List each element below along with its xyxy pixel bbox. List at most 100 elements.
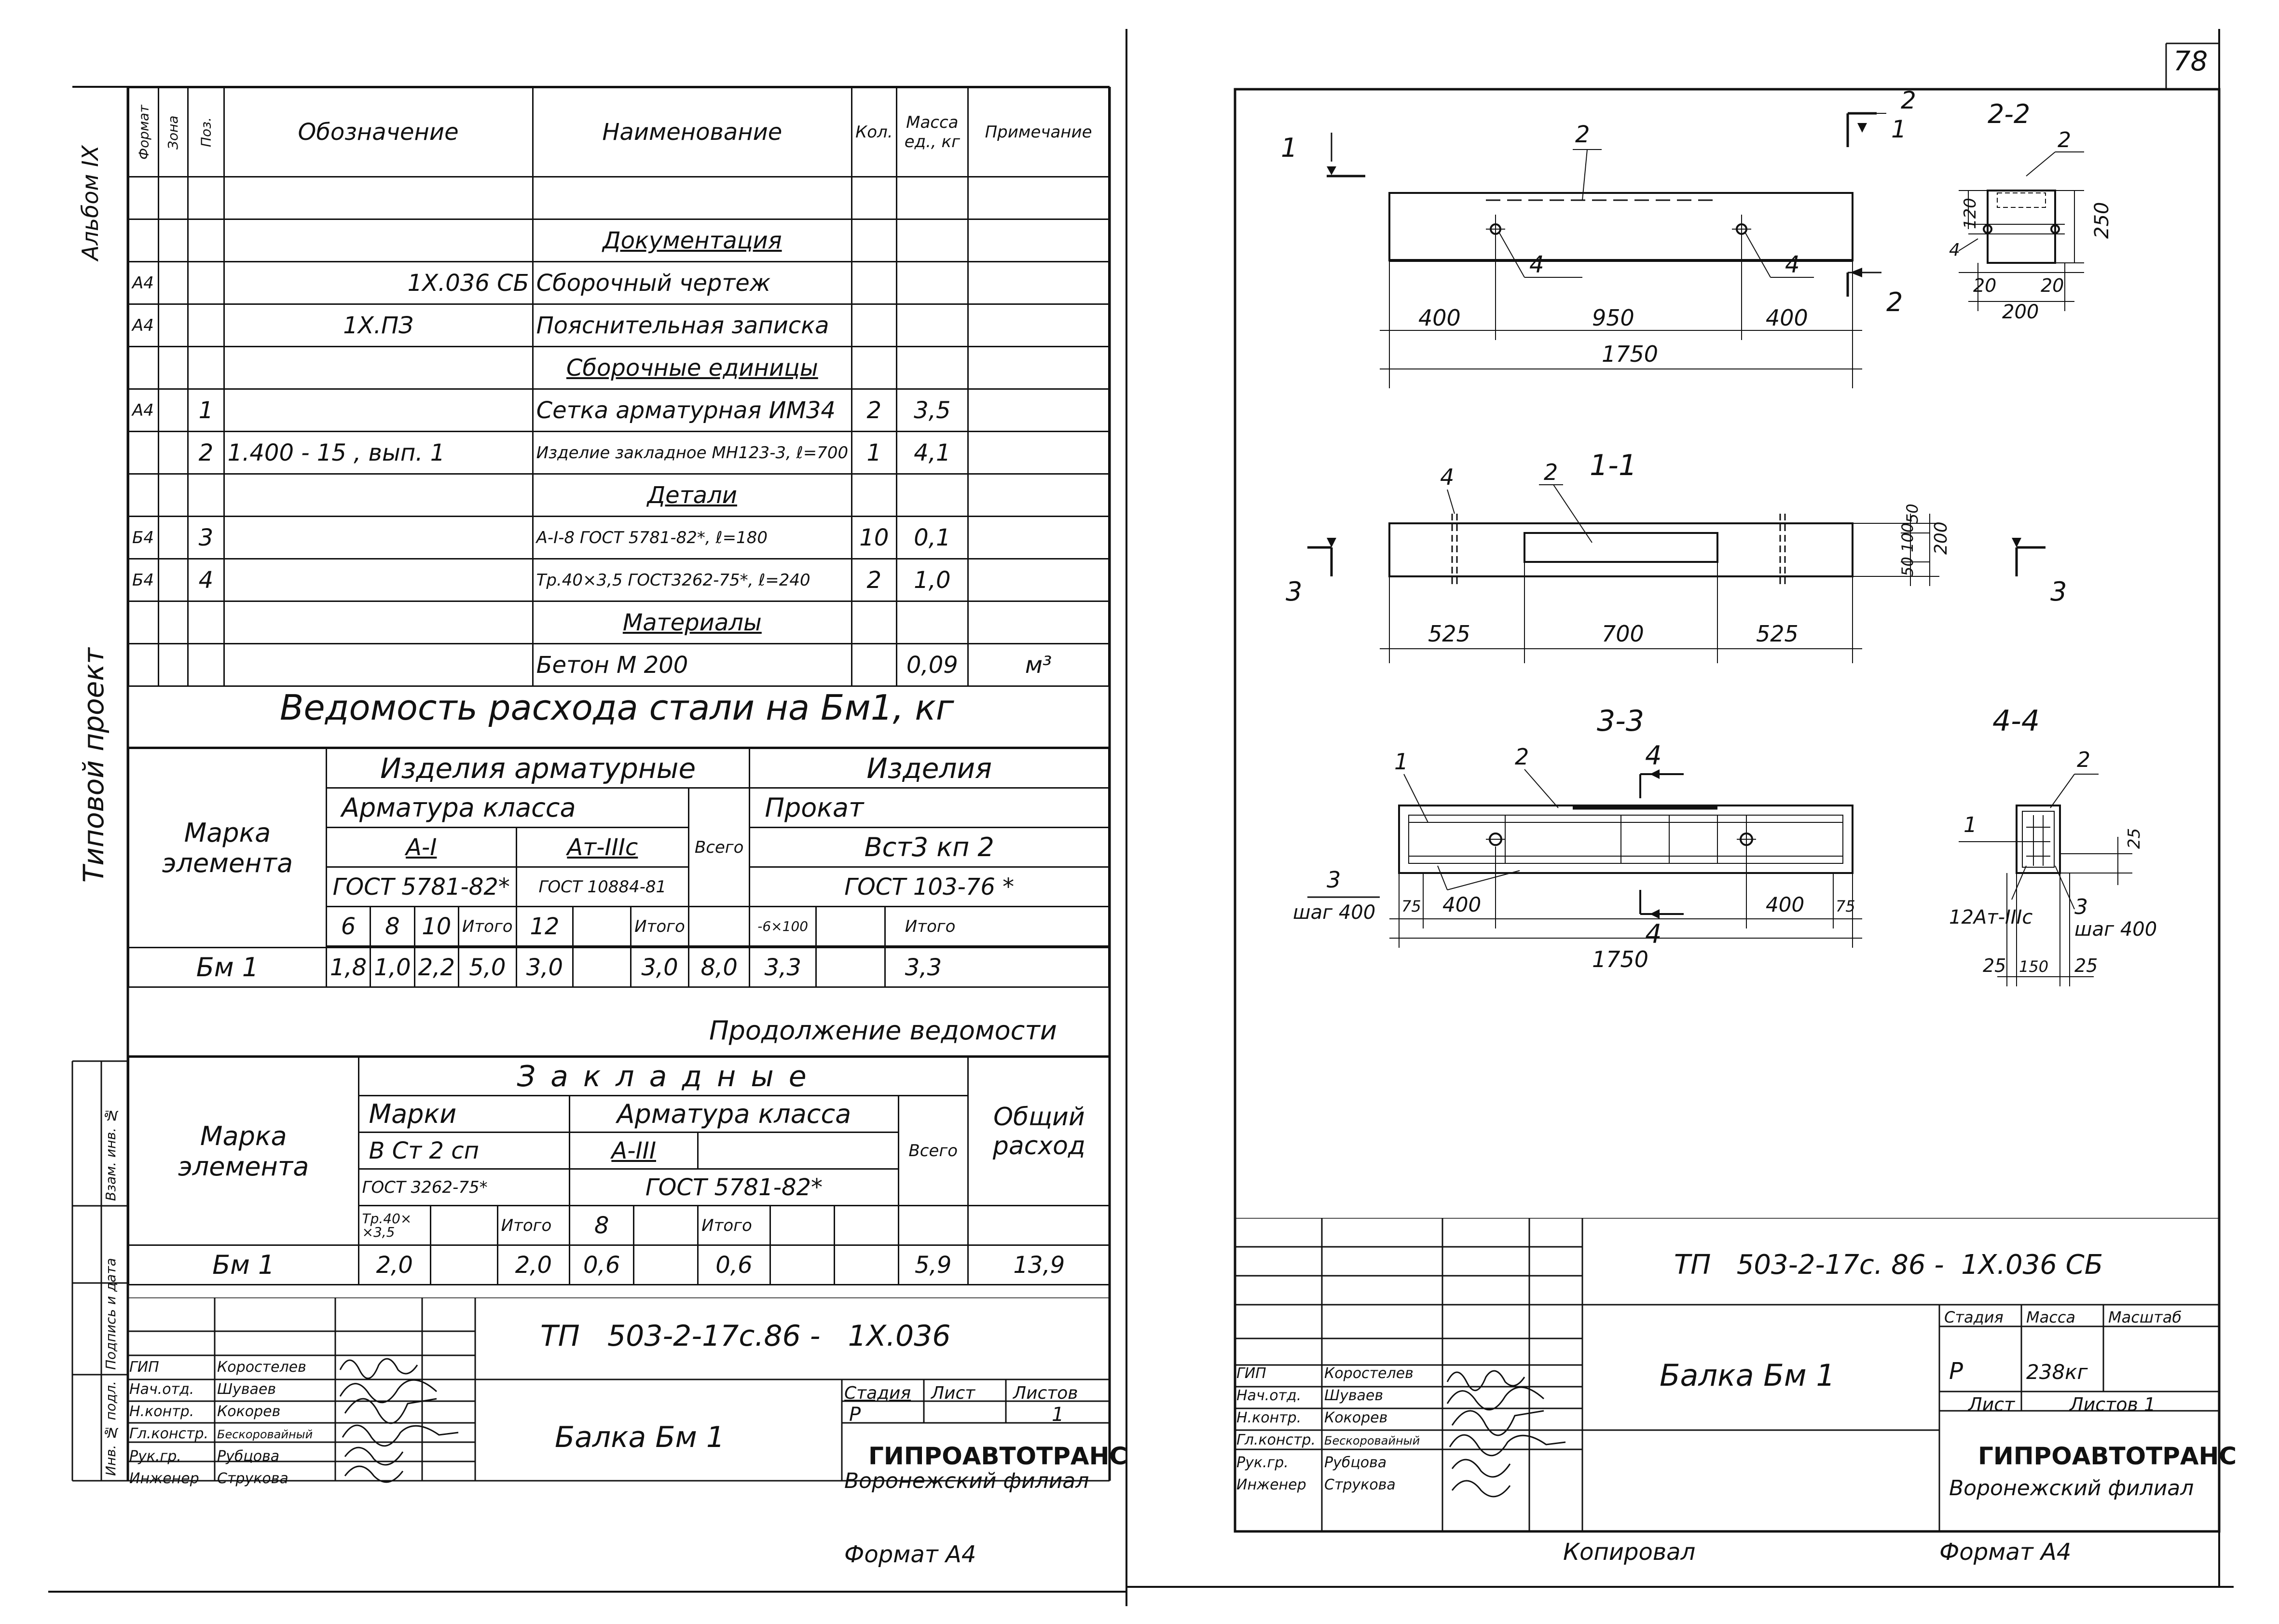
spec-row: Материалы <box>128 600 1110 644</box>
embedded-col-row: Тр.40× ×3,5 Итого 8 Итого <box>129 1205 1110 1246</box>
spec-row: А4 1Х.036 СБ Сборочный чертеж <box>128 261 1110 305</box>
marka-element-header: Марка элемента <box>128 748 327 948</box>
copied-label: Копировал <box>1563 1539 1696 1566</box>
right-mass-value: 238кг <box>2026 1360 2088 1384</box>
sec11-vdim-100: 100 <box>1898 523 1917 552</box>
section-materials: Материалы <box>532 600 853 644</box>
shag-sec33: шаг 400 <box>1293 901 1375 924</box>
embedded-table: Марка элемента З а к л а д н ы е Общий р… <box>128 1056 1110 1285</box>
sec44-dim-25a: 25 <box>2125 828 2144 849</box>
album-label: Альбом IX <box>77 145 103 260</box>
cut-1-label: 1 <box>1281 133 1297 163</box>
section-assemblies: Сборочные единицы <box>532 346 853 390</box>
person-row: Нач.отд.Шуваев <box>1236 1387 1384 1404</box>
section-2-2 <box>1958 151 2084 311</box>
section-1-1-title: 1-1 <box>1590 449 1637 482</box>
right-branch: Воронежский филиал <box>1949 1476 2194 1501</box>
right-stamp-name: Балка Бм 1 <box>1660 1358 1835 1393</box>
sec22-dim-20a: 20 <box>1973 275 1996 296</box>
right-sheet-header: Лист <box>1968 1394 2015 1415</box>
left-sheets-header: Листов <box>1013 1383 1078 1403</box>
sec11-dim-1: 525 <box>1428 621 1470 647</box>
specification-table: Формат Зона Поз. Обозначение Наименовани… <box>128 87 1110 687</box>
spec-row <box>128 176 1110 220</box>
shag-sec44: шаг 400 <box>2074 918 2157 941</box>
sec11-vdim-200: 200 <box>1931 521 1951 555</box>
section-details: Детали <box>532 473 853 517</box>
sec33-dim-total: 1750 <box>1592 946 1648 972</box>
embedded-title: З а к л а д н ы е <box>357 1056 969 1096</box>
pos-4-elev-left: 4 <box>1529 251 1544 278</box>
right-sheets-header: Листов 1 <box>2070 1394 2156 1415</box>
left-branch: Воронежский филиал <box>844 1469 1089 1493</box>
right-mass-header: Масса <box>2026 1308 2076 1326</box>
project-label: Типовой проект <box>77 647 110 883</box>
section-4-4-title: 4-4 <box>1992 704 2040 738</box>
elevation-view <box>1327 112 1886 388</box>
col-name: Наименование <box>532 87 853 177</box>
pos-1-sec33: 1 <box>1394 749 1408 775</box>
col-zone: Зона <box>158 87 188 177</box>
left-stage-value: Р <box>849 1404 861 1426</box>
steel-title-frame <box>128 747 1110 749</box>
person-row: Гл.констр.Бескоровайный <box>1236 1432 1420 1448</box>
right-stage-header: Стадия <box>1944 1308 2004 1326</box>
signatures-left <box>339 1358 459 1483</box>
left-stamp-name: Балка Бм 1 <box>555 1420 725 1454</box>
cut-1-label-top: 1 <box>1891 115 1907 143</box>
col-qty: Кол. <box>851 87 897 177</box>
sec44-dim-150: 150 <box>2019 957 2048 976</box>
col-note: Примечание <box>967 87 1110 177</box>
col-pos: Поз. <box>188 87 224 177</box>
pos-4-sec22: 4 <box>1949 240 1960 260</box>
person-row: Н.контр.Кокорев <box>129 1403 281 1420</box>
left-sheet-header: Лист <box>931 1383 975 1403</box>
sec33-dim-75b: 75 <box>1836 897 1855 915</box>
cut-3-left: 3 <box>1286 576 1302 607</box>
group-reinf: Изделия арматурные <box>325 748 751 789</box>
pos-2-sec44: 2 <box>2077 748 2090 772</box>
right-stamp-code: ТП 503-2-17с. 86 - 1Х.036 СБ <box>1674 1249 2103 1281</box>
pos-4-sec11: 4 <box>1440 464 1454 490</box>
cut-2-label-top: 2 <box>1901 89 1916 114</box>
person-row: Н.контр.Кокорев <box>1236 1409 1388 1426</box>
spec-header-row: Формат Зона Поз. Обозначение Наименовани… <box>128 87 1110 177</box>
beam-drawing: 1 2 1 2 2 4 4 400 950 400 1750 2-2 2 120… <box>1281 89 2157 986</box>
sec11-vdim-50a: 50 <box>1903 504 1922 523</box>
section-2-2-title: 2-2 <box>1988 99 2030 129</box>
spec-row: А4 1 Сетка арматурная ИМ34 2 3,5 <box>128 388 1110 432</box>
right-stage-value: Р <box>1949 1358 1963 1385</box>
person-row: Гл.констр.Бескоровайный <box>129 1425 313 1442</box>
steel-value-row: Бм 1 1,8 1,0 2,2 5,0 3,0 3,0 8,0 3,3 3,3 <box>128 947 1110 988</box>
spec-row: Б4 4 Тр.40×3,5 ГОСТ3262-75*, ℓ=240 2 1,0 <box>128 558 1110 602</box>
sec33-dim-400b: 400 <box>1766 893 1804 916</box>
sec44-dim-25b: 25 <box>1983 955 2006 976</box>
left-sheets-value: 1 <box>1052 1404 1064 1426</box>
right-scale-header: Масштаб <box>2108 1308 2182 1326</box>
sec11-vdim-50b: 50 <box>1898 557 1917 576</box>
person-row: Рук.гр.Рубцова <box>1236 1454 1387 1471</box>
section-4-4 <box>1959 774 2132 986</box>
total-consumption-header: Общий расход <box>967 1056 1110 1206</box>
right-stamp-frame <box>1235 1218 2219 1531</box>
elev-dim-1: 400 <box>1418 305 1461 331</box>
left-stamp-frame <box>128 1297 1110 1483</box>
pos-3-sec33: 3 <box>1327 867 1341 893</box>
spec-row: Детали <box>128 473 1110 517</box>
right-org: ГИПРОАВТОТРАНС <box>1978 1442 2237 1470</box>
group-prod: Изделия <box>749 748 1110 789</box>
sec22-dim-20b: 20 <box>2041 275 2064 296</box>
bar-12at: 12Ат-IIIс <box>1949 906 2032 928</box>
pos-1-sec44: 1 <box>1963 813 1977 837</box>
signature-date-label: Подпись и дата <box>103 1258 119 1370</box>
sec11-dim-2: 700 <box>1602 621 1644 647</box>
right-format: Формат А4 <box>1939 1539 2072 1566</box>
section-1-1 <box>1307 484 2046 663</box>
steel-col-row: 6 8 10 Итого 12 Итого -6×100 Итого <box>129 906 1110 947</box>
